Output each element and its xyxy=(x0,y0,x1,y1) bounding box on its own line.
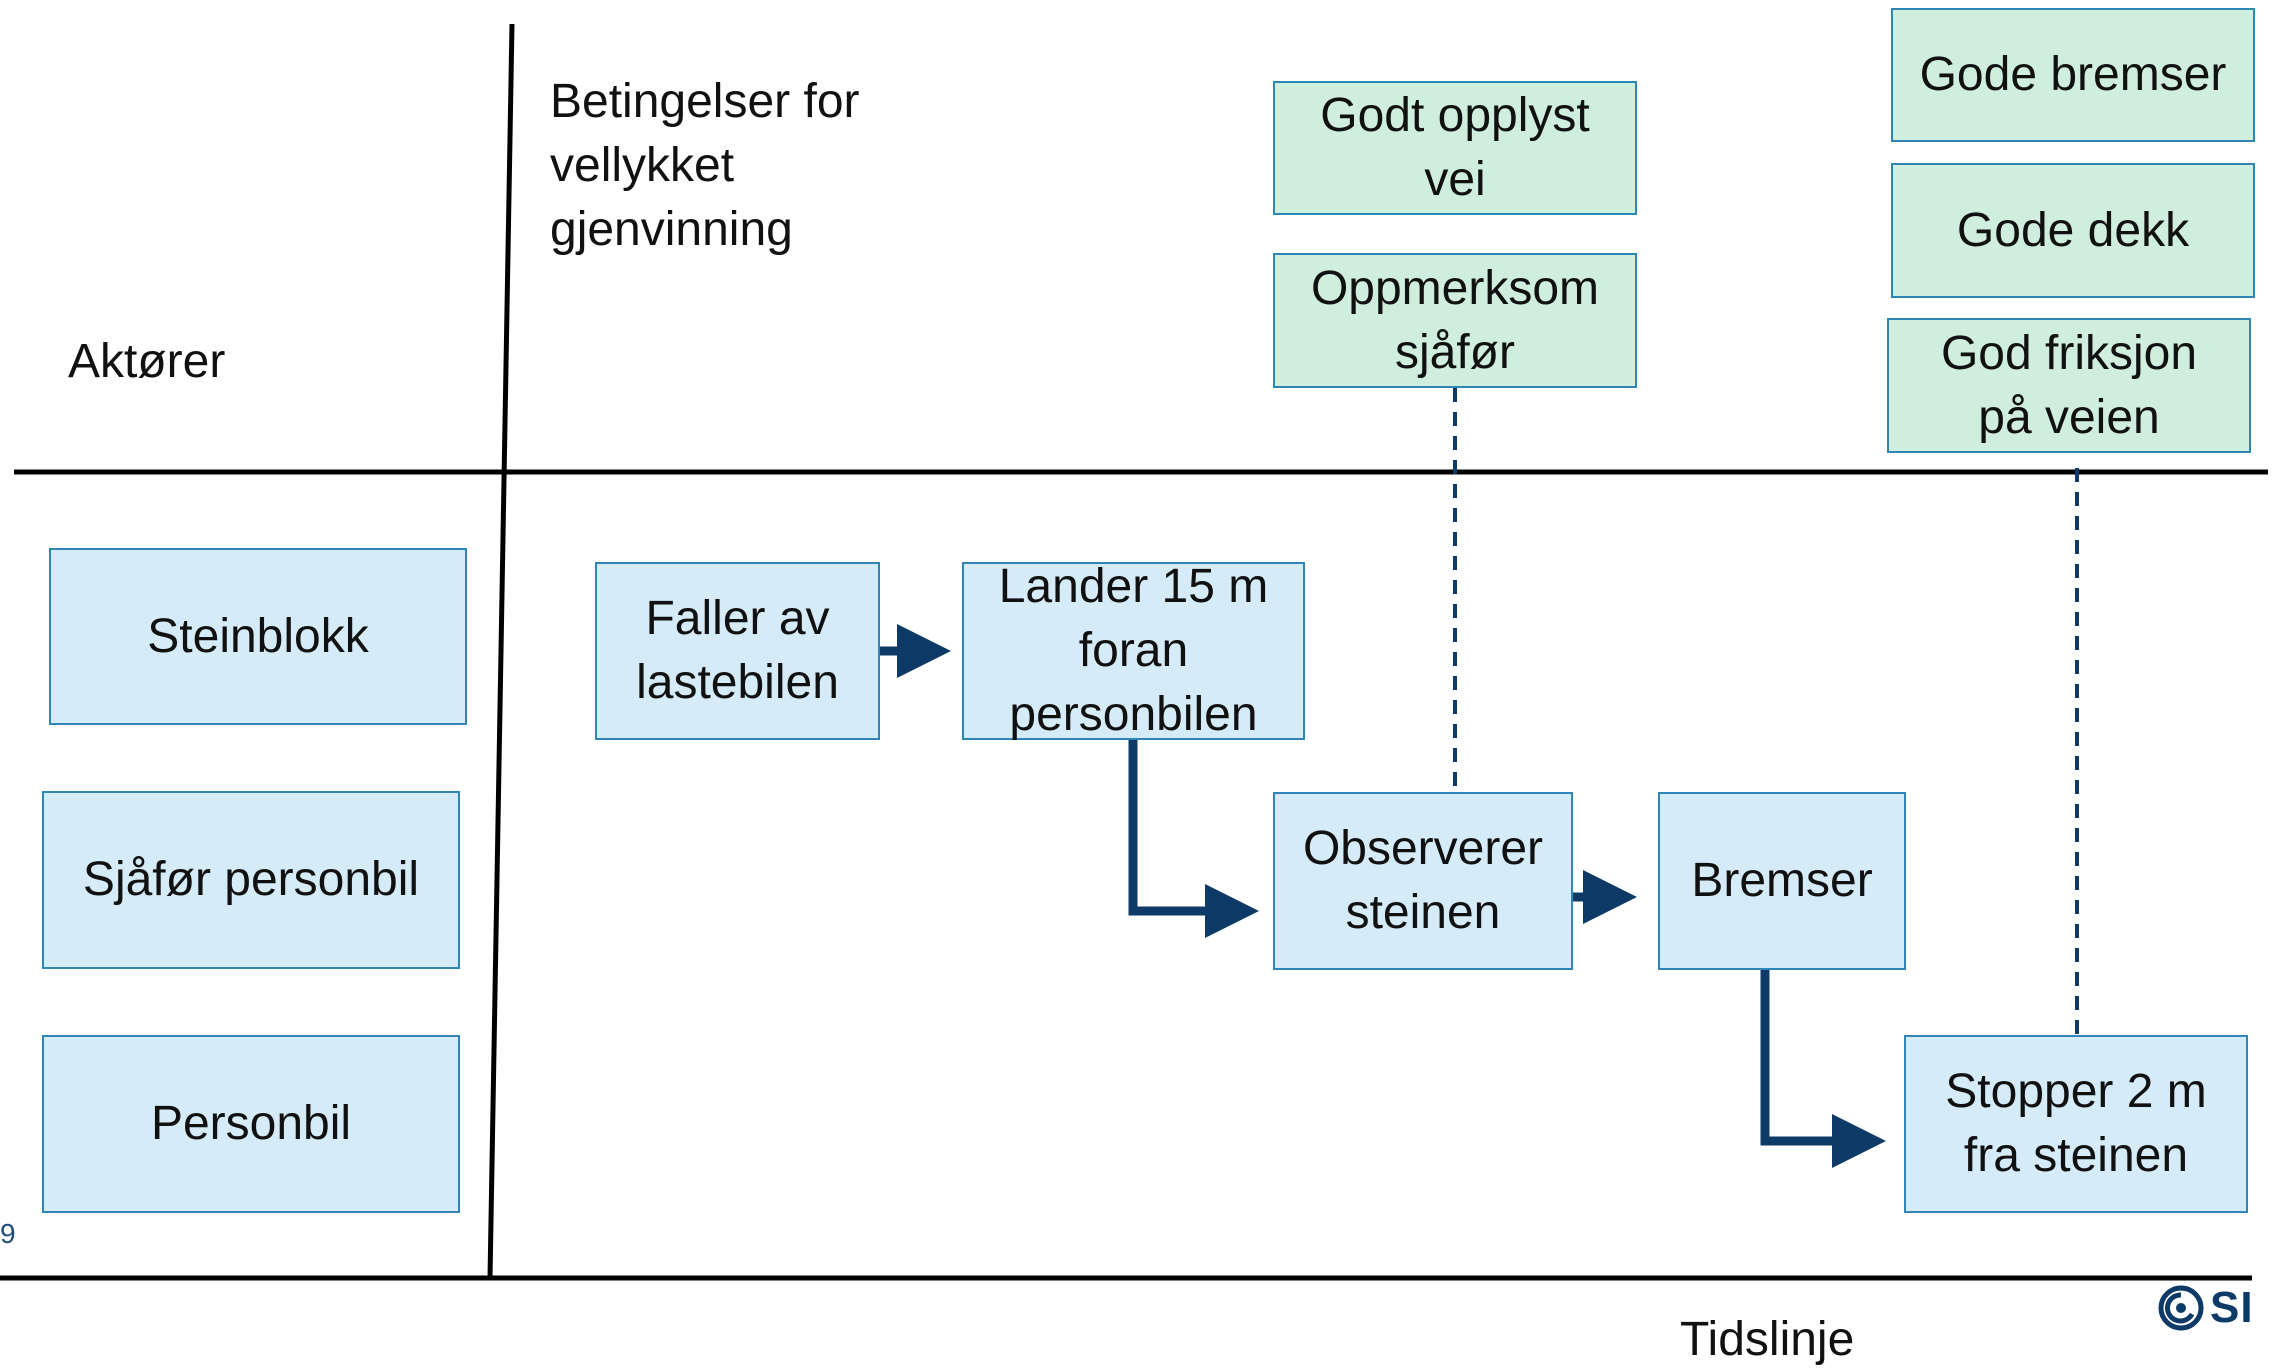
timeline-label: Tidslinje xyxy=(1680,1313,1855,1366)
condition-label: Godt opplyst vei xyxy=(1320,89,1590,206)
logo-mark-icon xyxy=(2158,1285,2204,1331)
conditions-label: Betingelser for vellykket gjenvinning xyxy=(550,75,860,256)
actors-label: Aktører xyxy=(68,335,226,388)
actor-box-sjafor-personbil: Sjåfør personbil xyxy=(42,791,460,969)
actor-label: Steinblokk xyxy=(147,609,369,663)
company-logo: SI xyxy=(2158,1283,2254,1333)
condition-box-lit-road: Godt opplyst vei xyxy=(1273,81,1637,215)
event-label: Observerer steinen xyxy=(1302,822,1544,939)
event-label: Bremser xyxy=(1691,854,1873,907)
event-box-brakes: Bremser xyxy=(1658,792,1906,970)
arrow-lands-to-observes xyxy=(1128,740,1259,938)
condition-label: Gode dekk xyxy=(1956,203,2190,257)
actor-box-steinblokk: Steinblokk xyxy=(49,548,467,725)
event-label: Lander 15 m foran personbilen xyxy=(998,560,1269,741)
actor-label: Sjåfør personbil xyxy=(82,853,420,906)
condition-box-good-tires: Gode dekk xyxy=(1891,163,2255,298)
arrow-brakes-to-stops xyxy=(1760,970,1886,1168)
event-box-lands: Lander 15 m foran personbilen xyxy=(962,560,1305,741)
event-label: Stopper 2 m fra steinen xyxy=(1945,1065,2207,1182)
actor-label: Personbil xyxy=(150,1097,352,1150)
condition-box-alert-driver: Oppmerksom sjåfør xyxy=(1273,253,1637,388)
condition-label: Oppmerksom sjåfør xyxy=(1310,261,1600,379)
condition-box-good-brakes: Gode bremser xyxy=(1891,8,2255,142)
event-label: Faller av lastebilen xyxy=(636,592,839,709)
actor-box-personbil: Personbil xyxy=(42,1035,460,1213)
condition-label: Gode bremser xyxy=(1919,48,2227,101)
vertical-axis xyxy=(487,23,515,1279)
logo-text: SI xyxy=(2210,1283,2254,1332)
event-box-observes: Observerer steinen xyxy=(1273,792,1573,970)
condition-box-good-friction: God friksjon på veien xyxy=(1887,318,2251,453)
page-number: 9 xyxy=(0,1218,16,1249)
event-box-falls: Faller av lastebilen xyxy=(595,562,880,740)
condition-label: God friksjon på veien xyxy=(1940,326,2198,444)
event-box-stops: Stopper 2 m fra steinen xyxy=(1904,1035,2248,1213)
